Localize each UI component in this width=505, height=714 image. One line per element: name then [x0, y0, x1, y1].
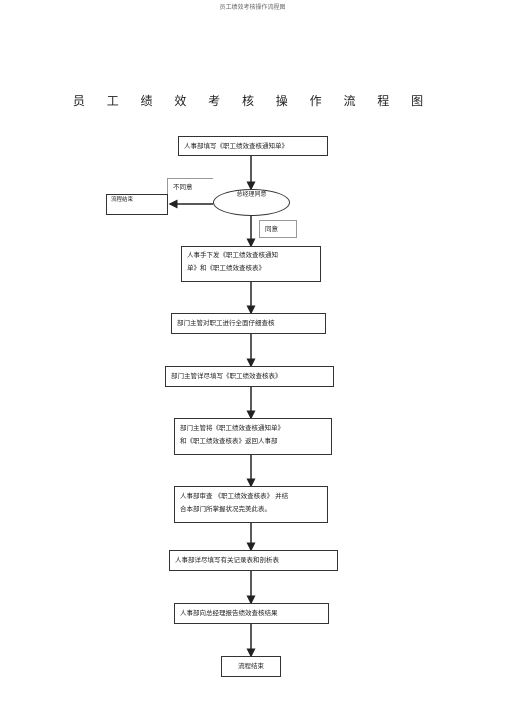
step-return-forms-line1: 部门主管将《职工绩效查核通知单》: [180, 424, 284, 432]
step-end-bottom: 流程结束: [221, 656, 281, 677]
step-hr-record: 人事部详尽填写有关记录表和剖析表: [169, 550, 338, 571]
step-issue-forms: 人事手下发《职工绩效查核通知 单》和《职工绩效查核表》: [181, 246, 321, 282]
step-return-forms-line2: 和《职工绩效查核表》返回人事部: [180, 437, 278, 445]
decision-gm-agree-text: 总经理同意: [236, 191, 267, 198]
page-title: 员 工 绩 效 考 核 操 作 流 程 图: [72, 94, 433, 108]
step-issue-forms-line2: 单》和《职工绩效查核表》: [187, 264, 265, 272]
step-end-bottom-text: 流程结束: [238, 662, 264, 670]
step-issue-forms-line1: 人事手下发《职工绩效查核通知: [187, 251, 278, 259]
step-fill-notice-text: 人事部填写《职工绩效查核通知单》: [184, 142, 288, 150]
label-disagree-box: 不同意: [167, 178, 213, 196]
step-hr-review-line1: 人事部审查 《职工绩效查核表》 并结: [180, 492, 289, 500]
label-agree-box: 同意: [259, 220, 297, 238]
label-disagree: 不同意: [173, 183, 193, 191]
step-supervisor-fill: 部门主管详尽填写《职工绩效查核表》: [165, 366, 334, 387]
step-hr-report: 人事部向总经理报告绩效查核结果: [174, 603, 329, 624]
step-supervisor-check-text: 部门主管对职工进行全面仔细查核: [177, 319, 275, 327]
step-supervisor-fill-text: 部门主管详尽填写《职工绩效查核表》: [171, 372, 282, 380]
step-supervisor-check: 部门主管对职工进行全面仔细查核: [171, 313, 326, 334]
step-fill-notice: 人事部填写《职工绩效查核通知单》: [178, 136, 328, 156]
step-end-left-text: 流程结束: [111, 197, 134, 203]
step-end-left: 流程结束: [106, 194, 168, 215]
step-hr-review-line2: 合本部门所掌握状况完美此表。: [180, 505, 271, 513]
step-hr-record-text: 人事部详尽填写有关记录表和剖析表: [175, 556, 279, 564]
step-hr-report-text: 人事部向总经理报告绩效查核结果: [180, 609, 278, 617]
step-hr-review: 人事部审查 《职工绩效查核表》 并结 合本部门所掌握状况完美此表。: [174, 486, 328, 523]
page-header: 员工绩效考核操作流程图: [219, 4, 286, 11]
decision-gm-agree: 总经理同意: [213, 189, 290, 216]
step-return-forms: 部门主管将《职工绩效查核通知单》 和《职工绩效查核表》返回人事部: [174, 418, 332, 455]
label-agree: 同意: [265, 225, 278, 233]
